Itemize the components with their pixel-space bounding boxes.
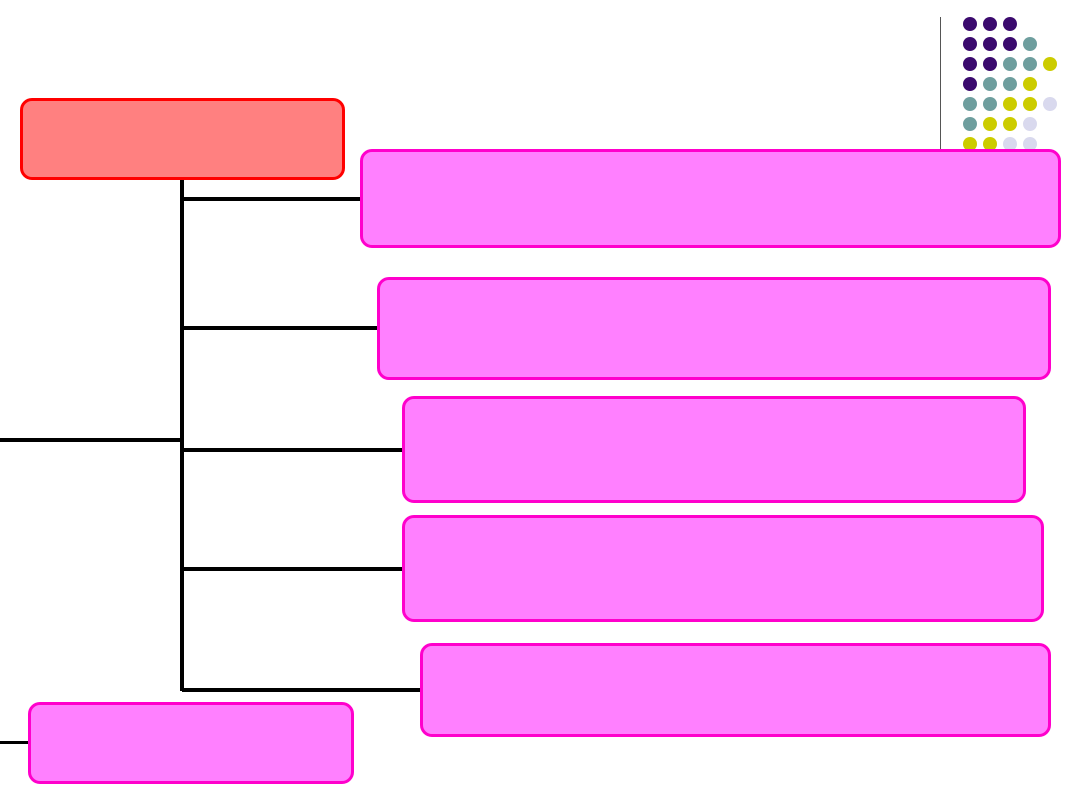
decorative-dot (983, 137, 997, 151)
decorative-dot (1003, 137, 1017, 151)
decorative-dot (983, 117, 997, 131)
decorative-dot (963, 17, 977, 31)
decorative-dot (1003, 117, 1017, 131)
decorative-dot (1023, 137, 1037, 151)
root-node (20, 98, 345, 180)
decorative-dot (1043, 97, 1057, 111)
connector-branch-1 (182, 197, 362, 201)
branch-node-4 (402, 515, 1044, 622)
decorative-dot (983, 97, 997, 111)
decorative-rule (940, 17, 941, 199)
decorative-dot (963, 97, 977, 111)
decorative-dot (963, 37, 977, 51)
trunk-line (180, 179, 184, 691)
decorative-dot (963, 57, 977, 71)
decorative-dot (1023, 57, 1037, 71)
connector-side-node (0, 741, 32, 744)
decorative-dot (1003, 57, 1017, 71)
decorative-dot (983, 37, 997, 51)
decorative-dot (963, 117, 977, 131)
branch-node-3 (402, 396, 1026, 503)
decorative-dot (1023, 97, 1037, 111)
branch-node-5 (420, 643, 1051, 737)
decorative-dot (1003, 97, 1017, 111)
decorative-dot (1003, 17, 1017, 31)
decorative-dot (963, 137, 977, 151)
decorative-dot (1043, 57, 1057, 71)
decorative-dot (1023, 37, 1037, 51)
decorative-dot (963, 77, 977, 91)
connector-branch-5 (182, 688, 422, 692)
connector-branch-2 (182, 326, 379, 330)
connector-branch-4 (182, 567, 404, 571)
left-incoming-line (0, 438, 182, 442)
decorative-dot (983, 57, 997, 71)
decorative-dot (1023, 117, 1037, 131)
side-node (28, 702, 354, 784)
decorative-dot (1003, 37, 1017, 51)
decorative-dot (1023, 77, 1037, 91)
branch-node-2 (377, 277, 1051, 380)
connector-branch-3 (182, 448, 404, 452)
decorative-dot (983, 17, 997, 31)
decorative-dot (983, 77, 997, 91)
decorative-dot (1003, 77, 1017, 91)
branch-node-1 (360, 149, 1061, 248)
